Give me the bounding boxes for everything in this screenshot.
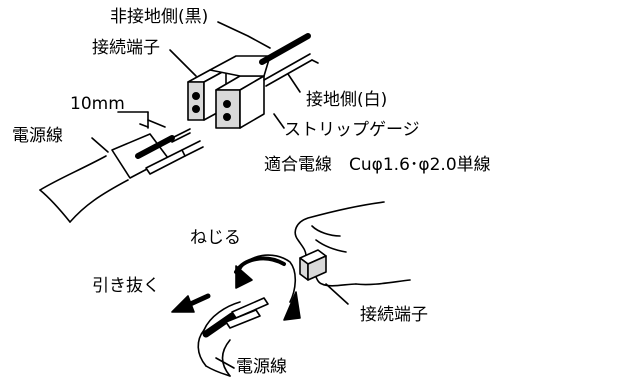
label-strip-length: 10mm	[70, 94, 125, 114]
pull-out-arrow	[171, 293, 211, 313]
twist-arrow	[234, 254, 301, 321]
leaders-bottom	[215, 283, 349, 369]
leaders-top	[91, 21, 301, 153]
label-pull-out: 引き抜く	[92, 276, 160, 296]
power-cable-top	[39, 128, 204, 223]
label-connection-terminal-top: 接続端子	[92, 38, 160, 58]
connection-terminals-top	[187, 55, 271, 129]
connection-terminal-bottom	[299, 249, 327, 281]
label-twist: ねじる	[190, 228, 241, 248]
strip-length-marker	[117, 111, 166, 129]
label-non-ground-side: 非接地側(黒)	[110, 7, 209, 27]
label-compatible-wire: 適合電線 Cuφ1.6･φ2.0単線	[264, 155, 491, 175]
label-power-wire-bottom: 電源線	[236, 357, 287, 377]
output-wires-top	[259, 33, 319, 87]
power-cable-bottom	[197, 297, 269, 377]
label-connection-terminal-bottom: 接続端子	[360, 305, 428, 325]
label-ground-side: 接地側(白)	[306, 90, 388, 110]
label-power-wire-top: 電源線	[12, 126, 63, 146]
label-strip-gauge: ストリップゲージ	[284, 120, 420, 140]
